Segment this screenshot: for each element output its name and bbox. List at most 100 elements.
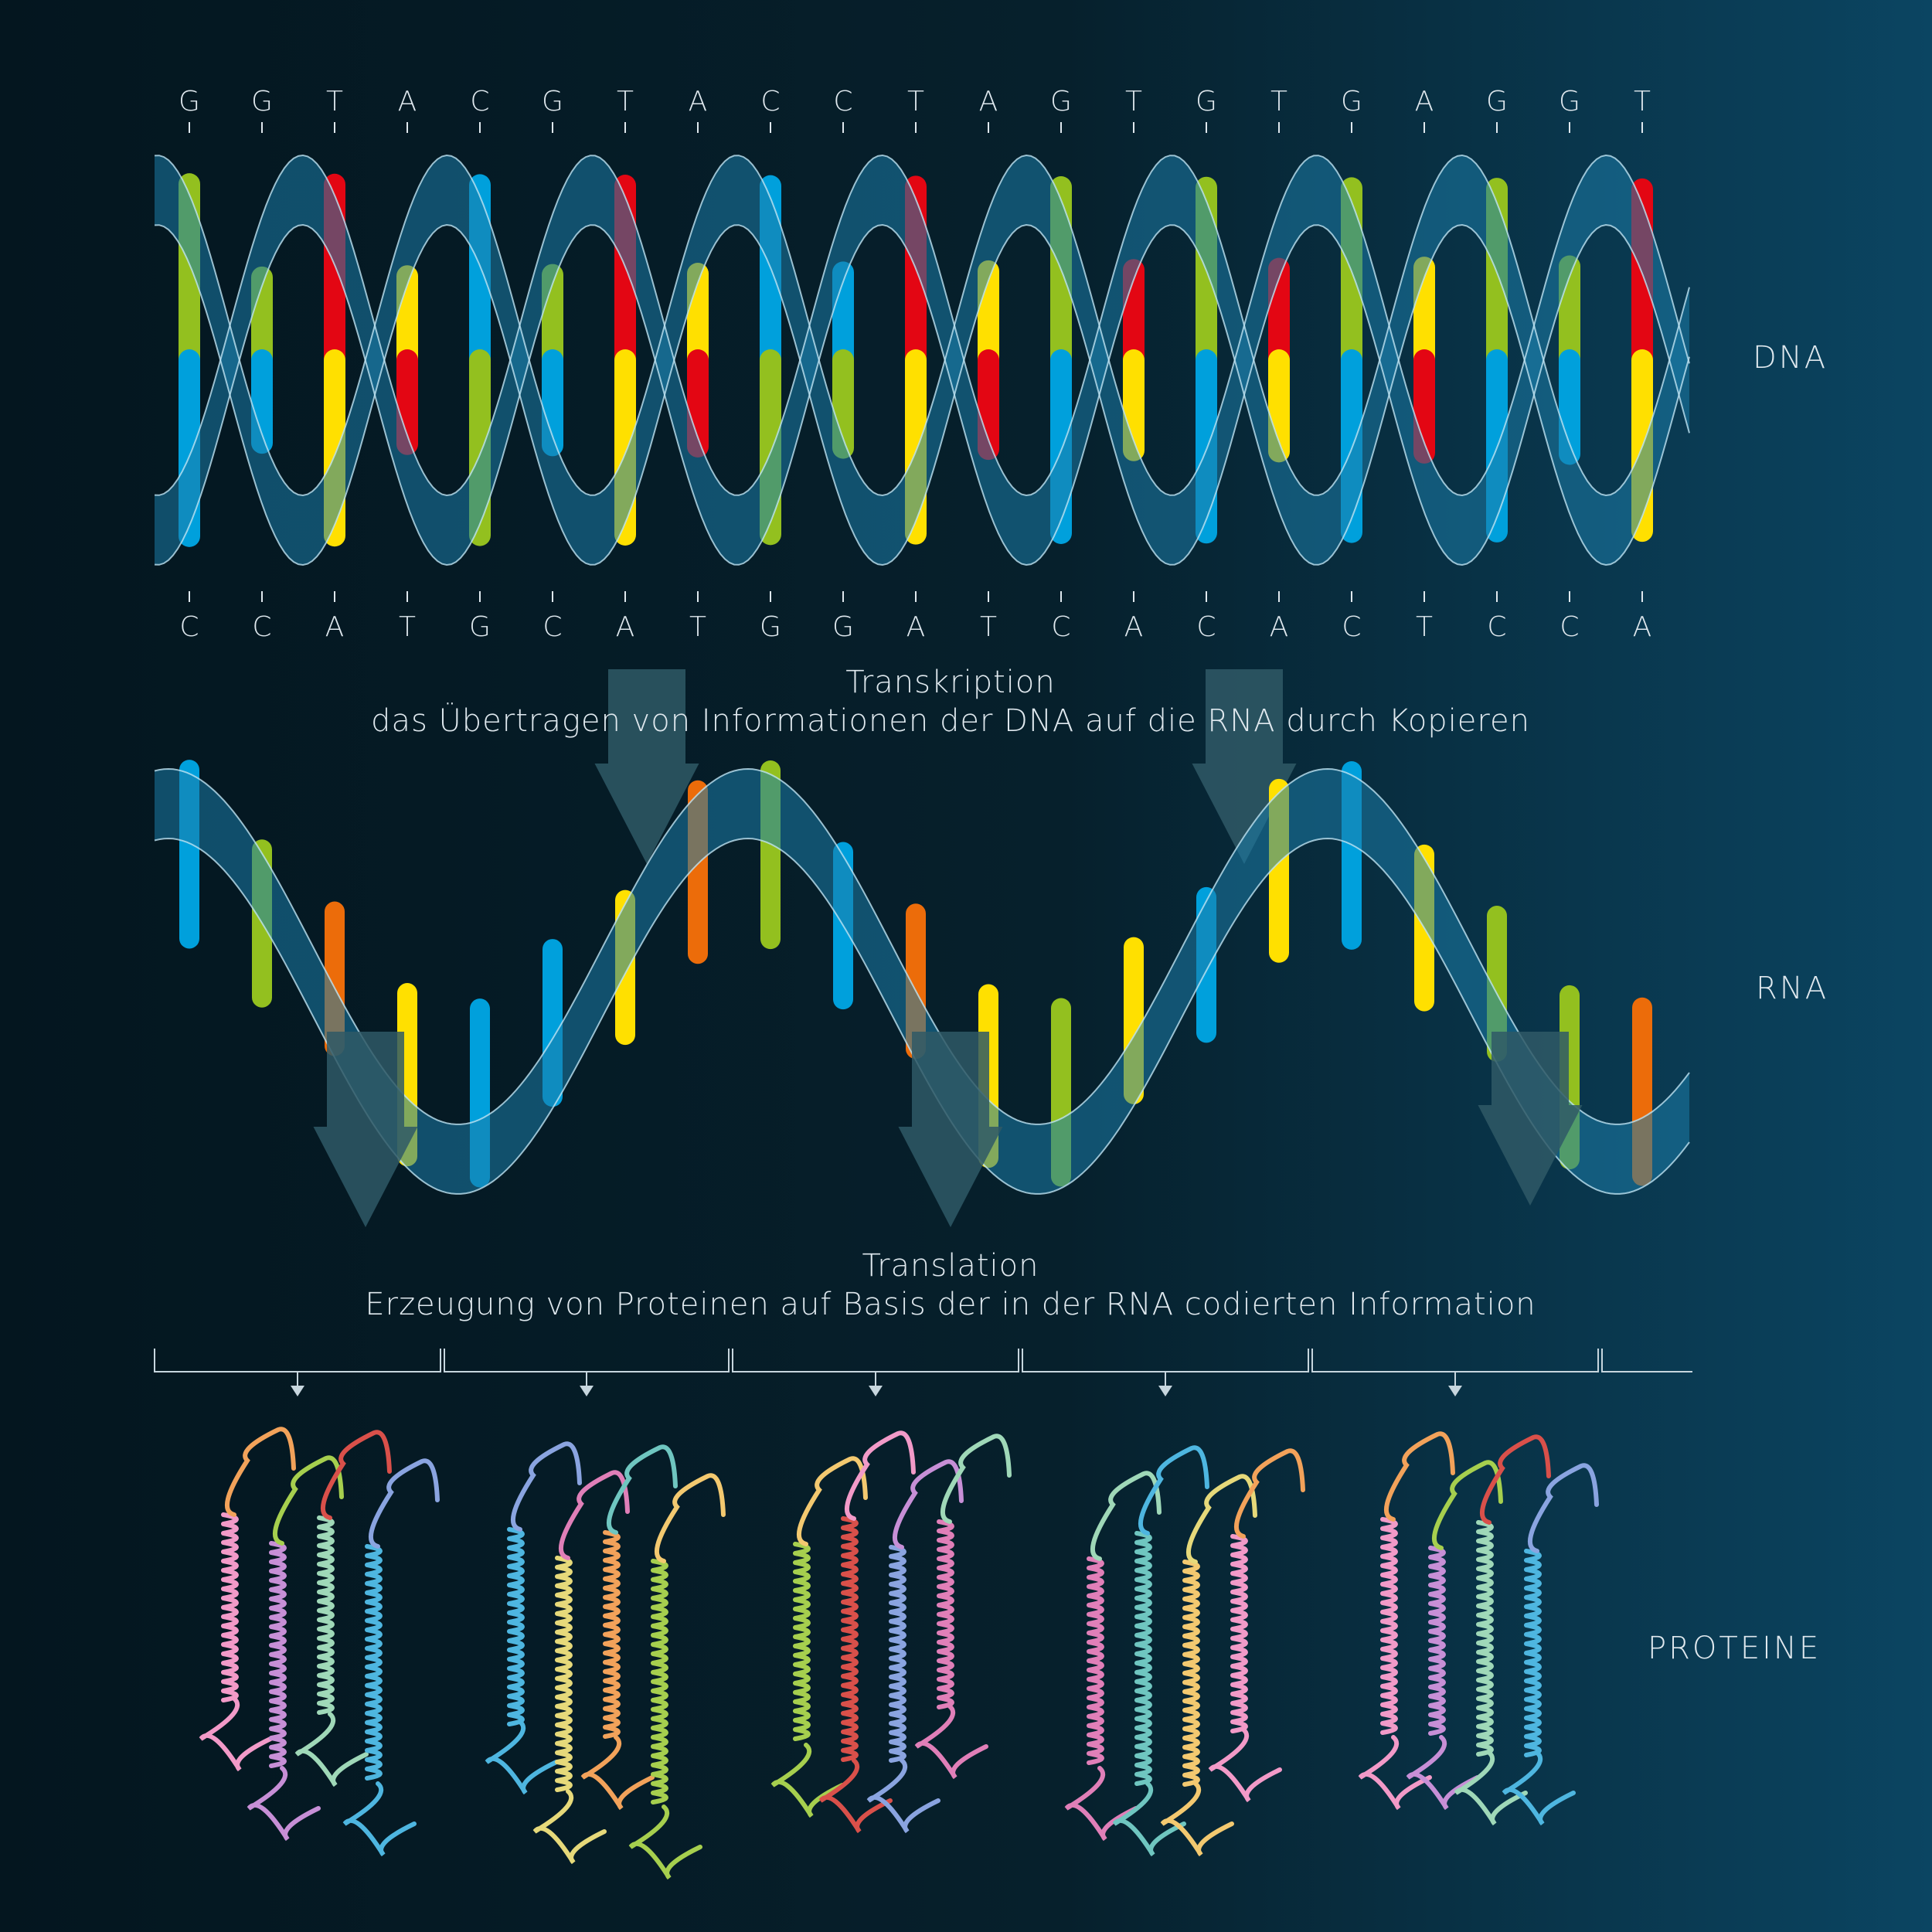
translation-arrow [314, 1032, 418, 1227]
protein-helix [1137, 1533, 1150, 1784]
translation-title: Translation [155, 1248, 1747, 1284]
codon-bracket [733, 1349, 1019, 1372]
protein-5 [1360, 1434, 1597, 1824]
protein-3 [773, 1433, 1009, 1832]
bottom-base-letter: T [980, 611, 997, 643]
top-base-letter: C [833, 86, 852, 117]
bottom-base-letter: C [1051, 611, 1070, 643]
bottom-base-letter: C [252, 611, 271, 643]
bottom-base-letter: C [543, 611, 562, 643]
rna-label: RNA [1756, 971, 1828, 1006]
protein-loop [631, 1807, 700, 1878]
protein-helix [367, 1546, 380, 1778]
bottom-base-letter: C [1560, 611, 1579, 643]
protein-loop [371, 1461, 437, 1546]
protein-loop [535, 1791, 604, 1862]
protein-loop [609, 1447, 675, 1532]
protein-helix [1233, 1536, 1246, 1731]
protein-helix [1430, 1548, 1444, 1733]
dna-label: DNA [1753, 340, 1828, 376]
bracket-arrow-head [869, 1386, 883, 1396]
protein-loop [1141, 1447, 1207, 1533]
top-base-letter: A [689, 86, 708, 117]
bottom-base-letter: C [1487, 611, 1506, 643]
bottom-base-letter: A [1270, 611, 1289, 643]
protein-loop [227, 1429, 294, 1515]
proteine-label: PROTEINE [1648, 1631, 1821, 1666]
codon-bracket [155, 1349, 440, 1372]
protein-loop [1236, 1451, 1303, 1536]
top-base-letter: A [1415, 86, 1434, 117]
bottom-base-letter: T [1416, 611, 1433, 643]
bottom-base-letter: A [906, 611, 926, 643]
protein-loop [583, 1737, 652, 1808]
protein-helix [319, 1518, 332, 1713]
top-base-letter: G [179, 86, 200, 117]
protein-helix [891, 1547, 904, 1760]
protein-loop [487, 1722, 556, 1793]
bottom-base-letter: A [1633, 611, 1652, 643]
top-base-letter: T [1634, 86, 1651, 117]
codon-bracket [444, 1349, 729, 1372]
protein-helix [1185, 1562, 1198, 1784]
top-base-letter: G [1486, 86, 1508, 117]
top-base-letter: G [1559, 86, 1580, 117]
top-base-letter: G [1341, 86, 1362, 117]
top-base-letter: C [760, 86, 780, 117]
protein-loop [1504, 1753, 1573, 1824]
bracket-arrow-head [291, 1386, 304, 1396]
top-base-letter: G [1050, 86, 1072, 117]
protein-helix [605, 1532, 618, 1736]
protein-loop [1482, 1437, 1549, 1522]
top-base-letter: A [979, 86, 998, 117]
protein-loop [657, 1475, 723, 1561]
dna-group [155, 155, 1689, 565]
translation-caption: Translation Erzeugung von Proteinen auf … [155, 1248, 1747, 1322]
protein-loop [297, 1714, 366, 1785]
bottom-base-letter: A [325, 611, 345, 643]
protein-loop [943, 1436, 1009, 1522]
translation-description: Erzeugung von Proteinen auf Basis der in… [155, 1287, 1747, 1322]
protein-loop [345, 1784, 414, 1855]
protein-helix [1478, 1522, 1492, 1754]
protein-loop [1408, 1737, 1478, 1808]
top-base-letter: G [1196, 86, 1217, 117]
top-base-letter: T [1270, 86, 1287, 117]
protein-loop [1210, 1730, 1280, 1801]
bottom-base-letter: A [1124, 611, 1144, 643]
bracket-arrow-head [580, 1386, 594, 1396]
bracket-arrow-head [1448, 1386, 1462, 1396]
protein-helix [843, 1519, 856, 1760]
codon-bracket [1022, 1349, 1308, 1372]
bottom-base-letter: G [469, 611, 491, 643]
top-base-letter: T [326, 86, 343, 117]
bottom-base-letter: G [832, 611, 854, 643]
codon-brackets [155, 1349, 1692, 1396]
protein-loop [1530, 1465, 1597, 1551]
protein-loop [773, 1745, 842, 1816]
protein-loop [847, 1433, 913, 1519]
codon-bracket [1312, 1349, 1598, 1372]
top-base-letter: T [617, 86, 634, 117]
protein-1 [201, 1429, 437, 1855]
protein-helix [1383, 1519, 1396, 1733]
protein-loop [323, 1432, 389, 1518]
bottom-base-letter: G [760, 611, 781, 643]
protein-helix [1089, 1559, 1102, 1763]
protein-loop [249, 1768, 318, 1839]
top-base-letter: G [542, 86, 563, 117]
top-base-letter: T [1125, 86, 1142, 117]
protein-helix [939, 1522, 952, 1707]
protein-4 [1066, 1447, 1303, 1855]
protein-helix [795, 1544, 808, 1739]
bottom-base-letter: C [179, 611, 199, 643]
protein-loop [917, 1706, 986, 1777]
protein-2 [487, 1444, 723, 1878]
protein-helix [653, 1561, 666, 1802]
protein-loop [201, 1699, 270, 1770]
protein-helix [557, 1558, 570, 1790]
transcription-caption: Transkription das Übertragen von Informa… [155, 665, 1747, 739]
transcription-description: das Übertragen von Informationen der DNA… [155, 703, 1747, 739]
